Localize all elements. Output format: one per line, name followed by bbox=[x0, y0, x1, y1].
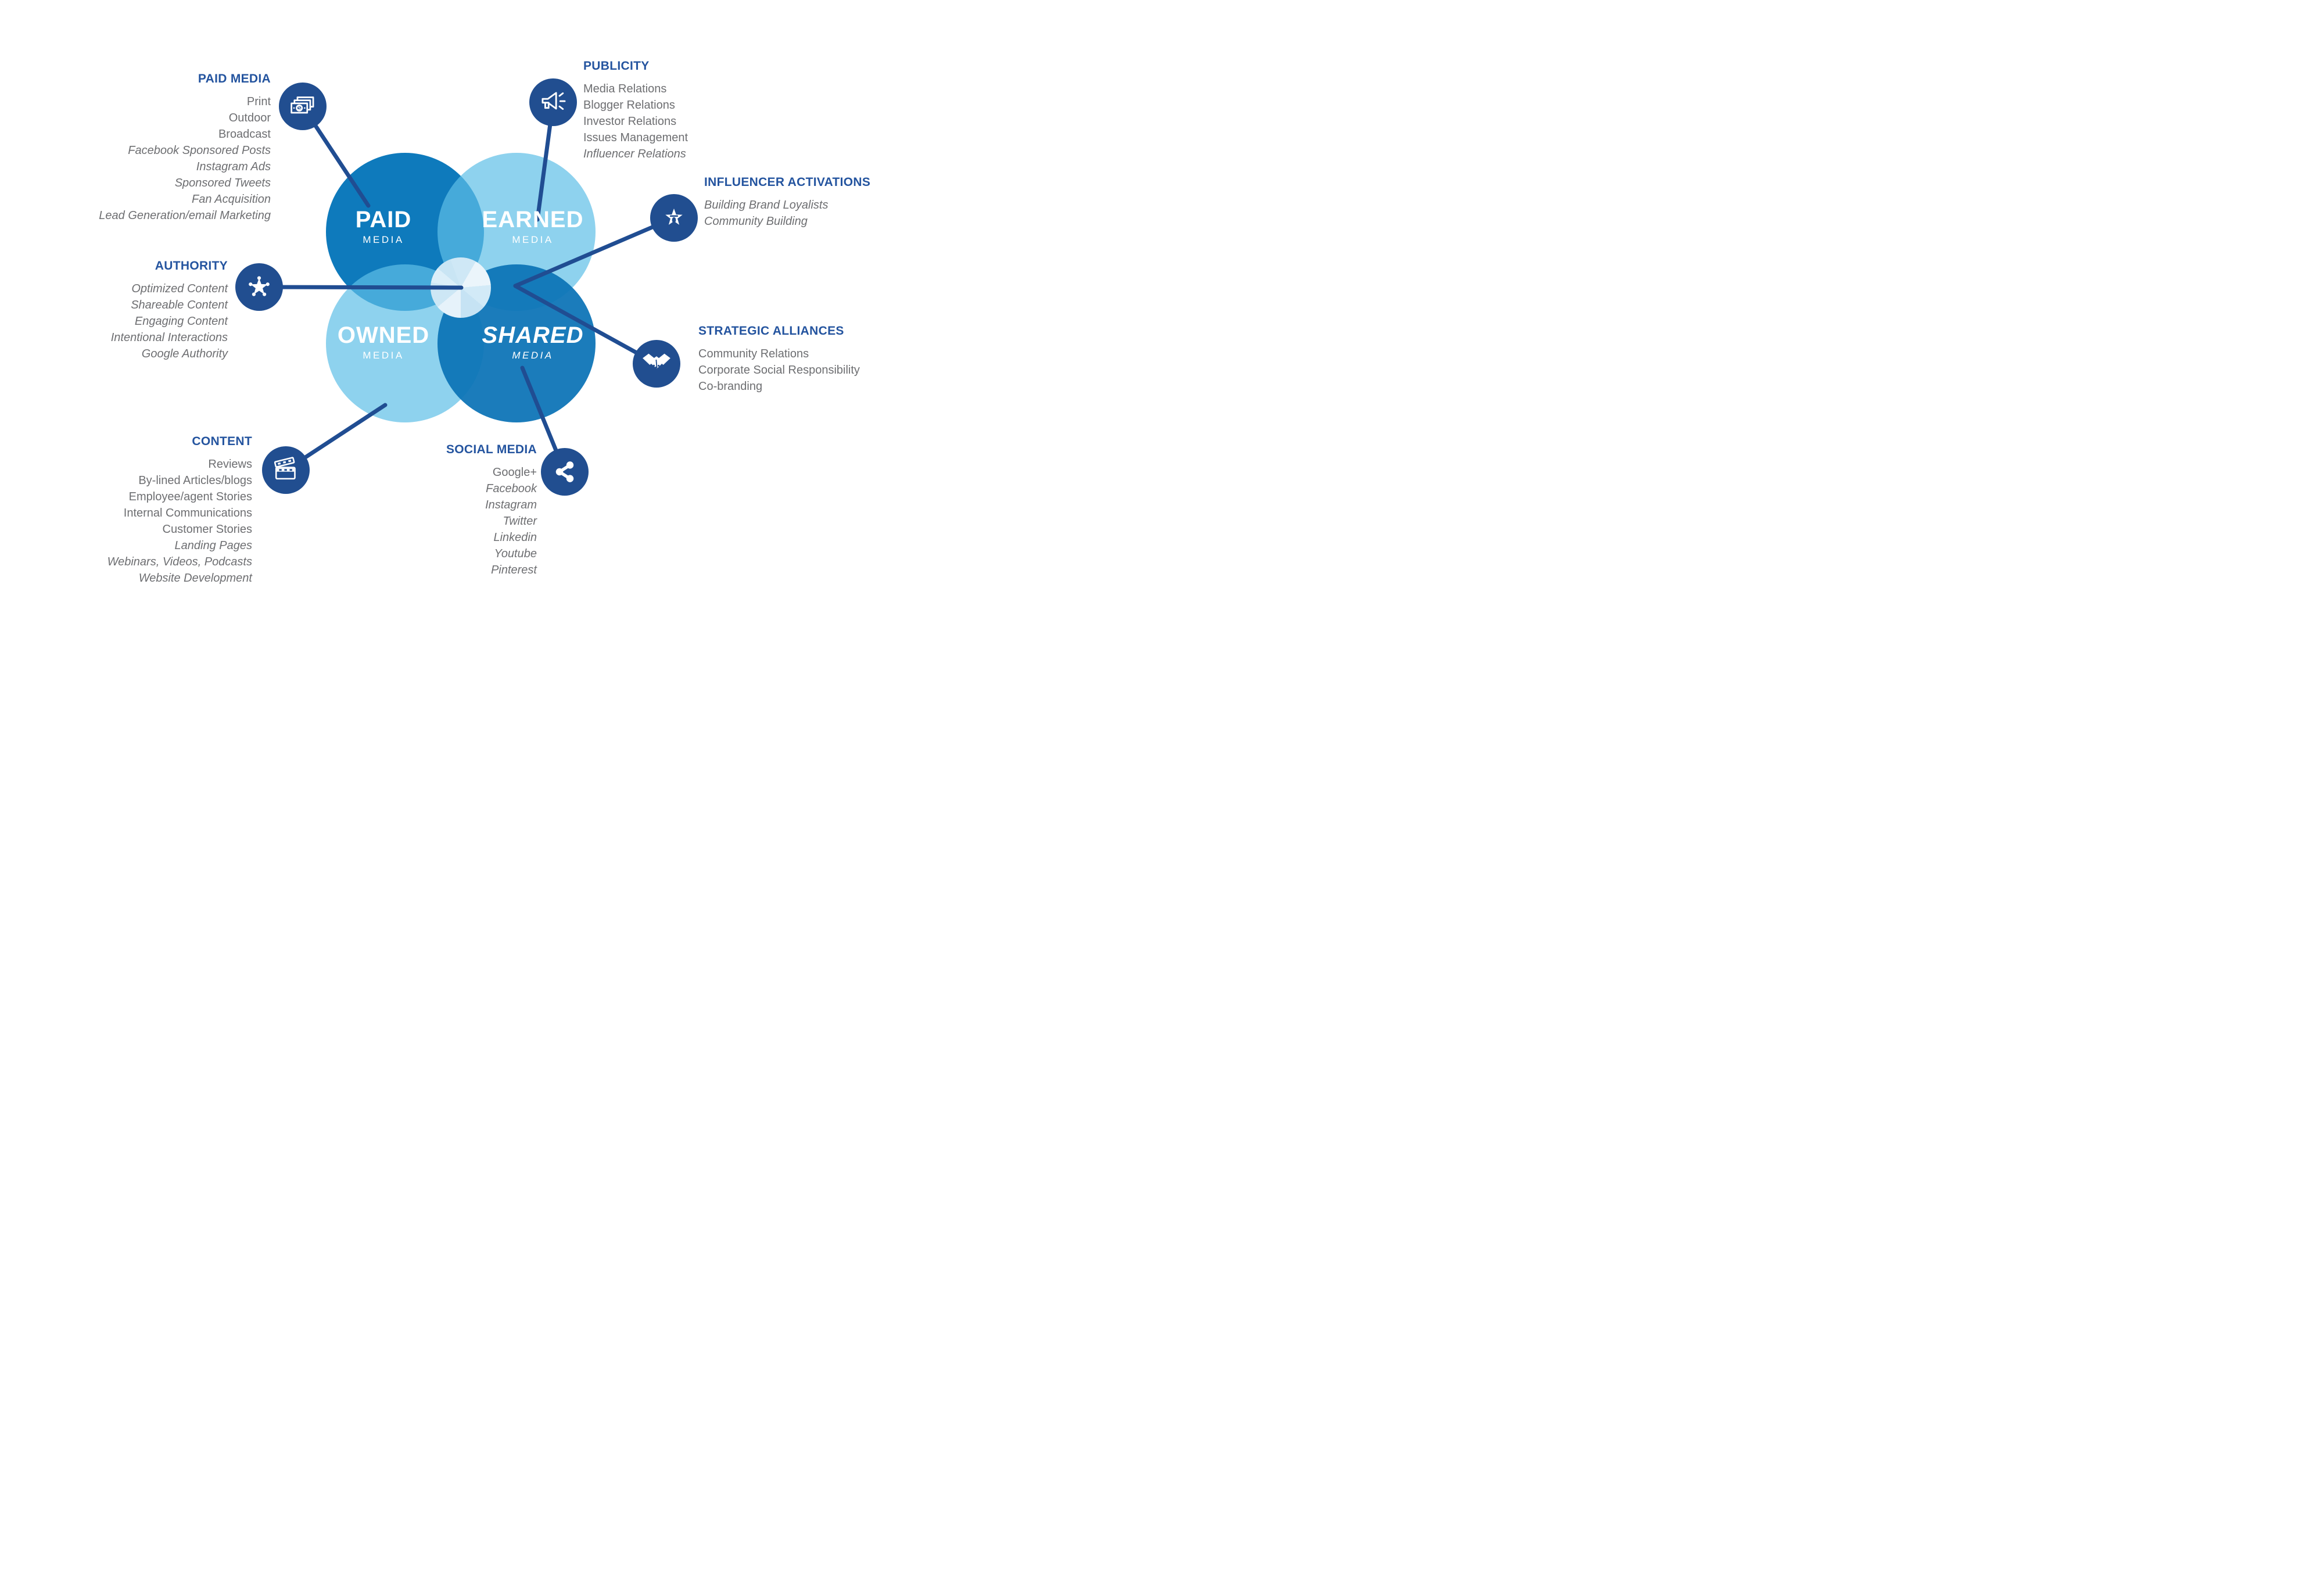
shared-word: SHARED bbox=[482, 322, 584, 348]
list-item: Instagram bbox=[485, 499, 537, 511]
list-item: Google Authority bbox=[141, 347, 228, 360]
social-media-section: SOCIAL MEDIA Google+ Facebook Instagram … bbox=[304, 442, 537, 578]
list-item: Building Brand Loyalists bbox=[704, 199, 829, 212]
authority-connector-line bbox=[257, 285, 464, 290]
list-item: Internal Communications bbox=[123, 507, 252, 519]
list-item: Blogger Relations bbox=[583, 99, 675, 112]
list-item: Twitter bbox=[503, 515, 537, 528]
publicity-section: PUBLICITY Media Relations Blogger Relati… bbox=[583, 58, 874, 162]
publicity-header: PUBLICITY bbox=[583, 59, 650, 73]
shared-sub: MEDIA bbox=[512, 350, 554, 361]
sheriff-star-icon bbox=[249, 276, 270, 296]
list-item: Shareable Content bbox=[131, 299, 228, 311]
earned-word: EARNED bbox=[482, 207, 584, 232]
publicity-icon-badge bbox=[529, 78, 577, 126]
list-item: Sponsored Tweets bbox=[174, 177, 271, 189]
paid-media-section: PAID MEDIA Print Outdoor Broadcast Faceb… bbox=[15, 71, 271, 224]
list-item: Community Relations bbox=[698, 347, 809, 360]
social-media-header: SOCIAL MEDIA bbox=[446, 443, 537, 456]
svg-text:$: $ bbox=[297, 105, 301, 112]
list-item: Instagram Ads bbox=[196, 160, 271, 173]
paid-media-label: PAID MEDIA bbox=[304, 207, 462, 246]
content-section: CONTENT Reviews By-lined Articles/blogs … bbox=[0, 433, 252, 586]
influencer-activations-header: INFLUENCER ACTIVATIONS bbox=[704, 175, 871, 189]
strategic-alliances-header: STRATEGIC ALLIANCES bbox=[698, 324, 844, 338]
owned-word: OWNED bbox=[337, 322, 430, 348]
list-item: Pinterest bbox=[491, 564, 537, 576]
list-item: Facebook bbox=[486, 482, 537, 495]
list-item: Issues Management bbox=[583, 131, 688, 144]
list-item: Optimized Content bbox=[131, 282, 228, 295]
list-item: Media Relations bbox=[583, 83, 667, 95]
strategic-connector-line bbox=[513, 284, 659, 366]
earned-media-label: EARNED MEDIA bbox=[454, 207, 612, 246]
list-item: Reviews bbox=[208, 458, 252, 471]
owned-sub: MEDIA bbox=[363, 350, 404, 361]
list-item: Influencer Relations bbox=[583, 148, 686, 160]
paid-word: PAID bbox=[355, 207, 412, 232]
list-item: Print bbox=[246, 95, 271, 108]
authority-section: AUTHORITY Optimized Content Shareable Co… bbox=[0, 258, 228, 362]
list-item: Customer Stories bbox=[162, 523, 253, 536]
influencer-connector-line bbox=[513, 216, 676, 288]
list-item: Facebook Sponsored Posts bbox=[128, 144, 271, 157]
clapperboard-icon bbox=[274, 457, 296, 480]
strategic-alliances-section: STRATEGIC ALLIANCES Community Relations … bbox=[698, 323, 925, 395]
list-item: Corporate Social Responsibility bbox=[698, 364, 860, 377]
social-media-icon-badge bbox=[541, 448, 589, 496]
paid-media-header: PAID MEDIA bbox=[198, 72, 271, 85]
star-person-icon bbox=[665, 208, 683, 225]
megaphone-icon bbox=[541, 92, 566, 110]
list-item: Co-branding bbox=[698, 380, 763, 393]
list-item: Webinars, Videos, Podcasts bbox=[107, 556, 252, 568]
content-icon-badge bbox=[262, 446, 310, 494]
earned-sub: MEDIA bbox=[512, 234, 554, 245]
influencer-activations-icon-badge bbox=[650, 194, 698, 242]
list-item: Google+ bbox=[492, 466, 537, 479]
list-item: Community Building bbox=[704, 215, 808, 228]
money-icon: $ bbox=[290, 96, 314, 114]
content-header: CONTENT bbox=[192, 435, 252, 448]
paid-media-icon-badge: $ bbox=[279, 83, 327, 130]
peso-model-infographic: PAID MEDIA EARNED MEDIA OWNED MEDIA SHAR… bbox=[0, 0, 930, 633]
strategic-alliances-icon-badge bbox=[633, 340, 680, 388]
owned-media-label: OWNED MEDIA bbox=[304, 322, 462, 362]
list-item: Fan Acquisition bbox=[192, 193, 271, 206]
list-item: Linkedin bbox=[493, 531, 537, 544]
share-icon bbox=[555, 461, 574, 482]
list-item: Employee/agent Stories bbox=[128, 490, 252, 503]
list-item: By-lined Articles/blogs bbox=[138, 474, 252, 487]
list-item: Outdoor bbox=[228, 112, 271, 124]
list-item: Landing Pages bbox=[174, 539, 252, 552]
influencer-activations-section: INFLUENCER ACTIVATIONS Building Brand Lo… bbox=[704, 174, 925, 230]
list-item: Broadcast bbox=[218, 128, 271, 141]
handshake-icon bbox=[643, 353, 670, 369]
list-item: Engaging Content bbox=[134, 315, 228, 328]
list-item: Website Development bbox=[138, 572, 252, 585]
authority-icon-badge bbox=[235, 263, 283, 311]
paid-sub: MEDIA bbox=[363, 234, 404, 245]
list-item: Lead Generation/email Marketing bbox=[99, 209, 271, 222]
shared-media-label: SHARED MEDIA bbox=[454, 322, 612, 362]
list-item: Intentional Interactions bbox=[110, 331, 228, 344]
list-item: Investor Relations bbox=[583, 115, 677, 128]
authority-header: AUTHORITY bbox=[155, 259, 228, 273]
list-item: Youtube bbox=[494, 547, 537, 560]
